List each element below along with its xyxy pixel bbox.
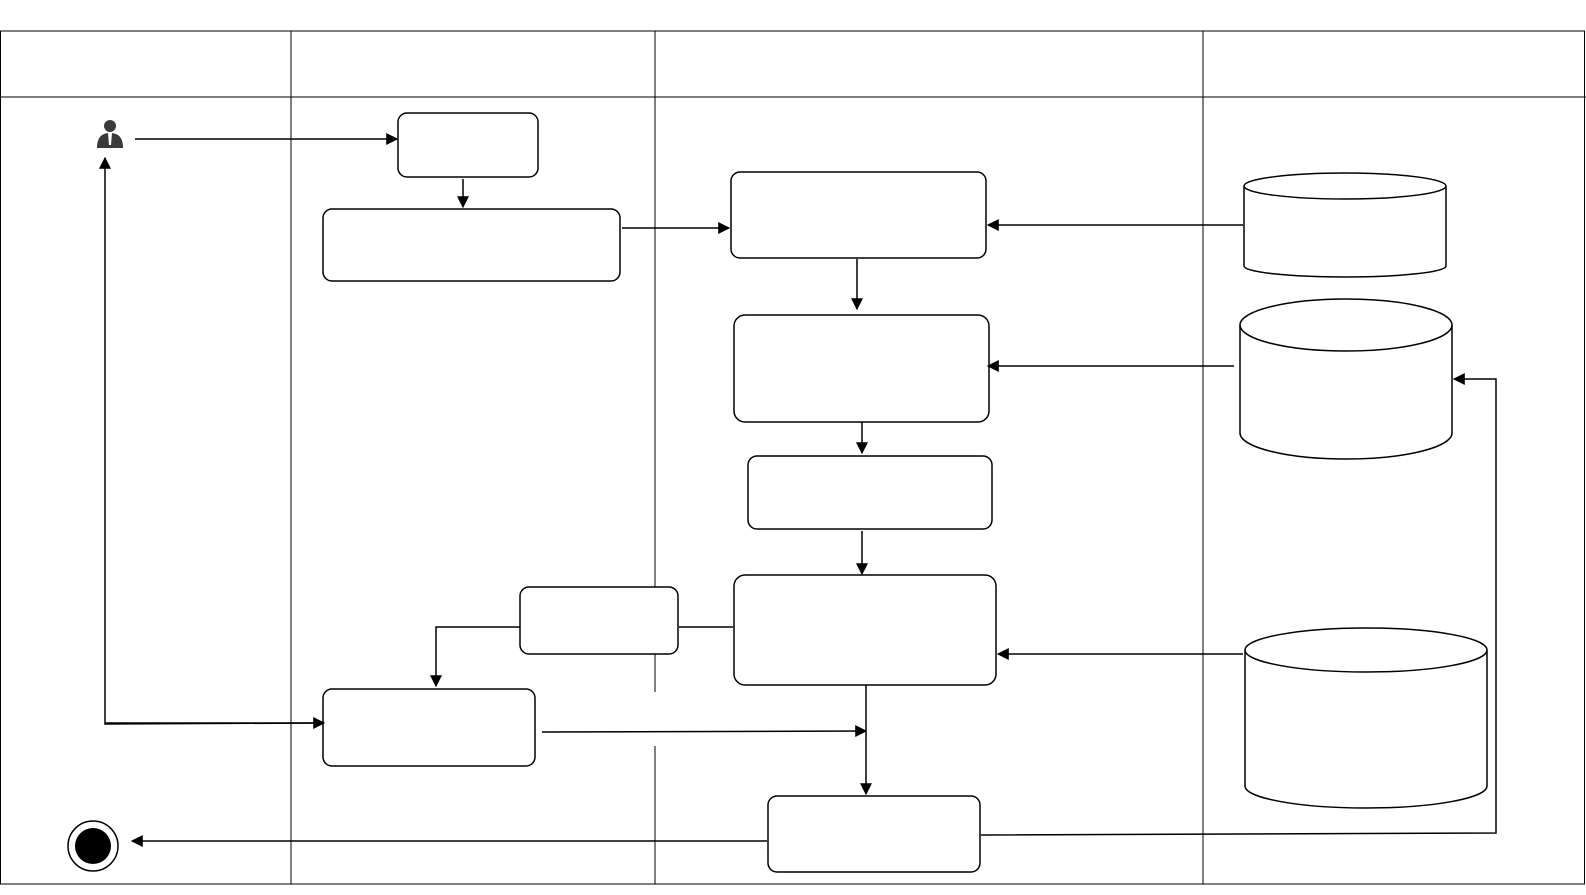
swimlane-frame (0, 30, 1585, 885)
flow-arrow-act9-to-db2 (980, 373, 1497, 836)
activity-node-9[interactable] (767, 795, 981, 873)
user-icon (97, 120, 123, 148)
swimlane-grid (0, 30, 1586, 885)
activity-node-8[interactable] (322, 688, 536, 767)
activity-node-5[interactable] (747, 455, 993, 530)
end-node-icon (67, 820, 119, 872)
activity-node-1[interactable] (397, 112, 539, 178)
activity-node-2[interactable] (322, 208, 621, 282)
activity-node-4[interactable] (733, 314, 990, 423)
flow-arrow-act8-to-merge (541, 725, 868, 738)
flow-arrow-act8-to-actor (99, 156, 323, 725)
datastore-cylinder-1[interactable] (1243, 172, 1447, 278)
activity-node-6[interactable] (733, 574, 997, 686)
datastore-cylinder-2[interactable] (1239, 298, 1453, 460)
activity-node-3[interactable] (730, 171, 987, 259)
activity-node-7[interactable] (519, 586, 679, 655)
flow-arrow-act7-to-act8 (430, 626, 520, 688)
datastore-cylinder-3[interactable] (1244, 627, 1488, 809)
